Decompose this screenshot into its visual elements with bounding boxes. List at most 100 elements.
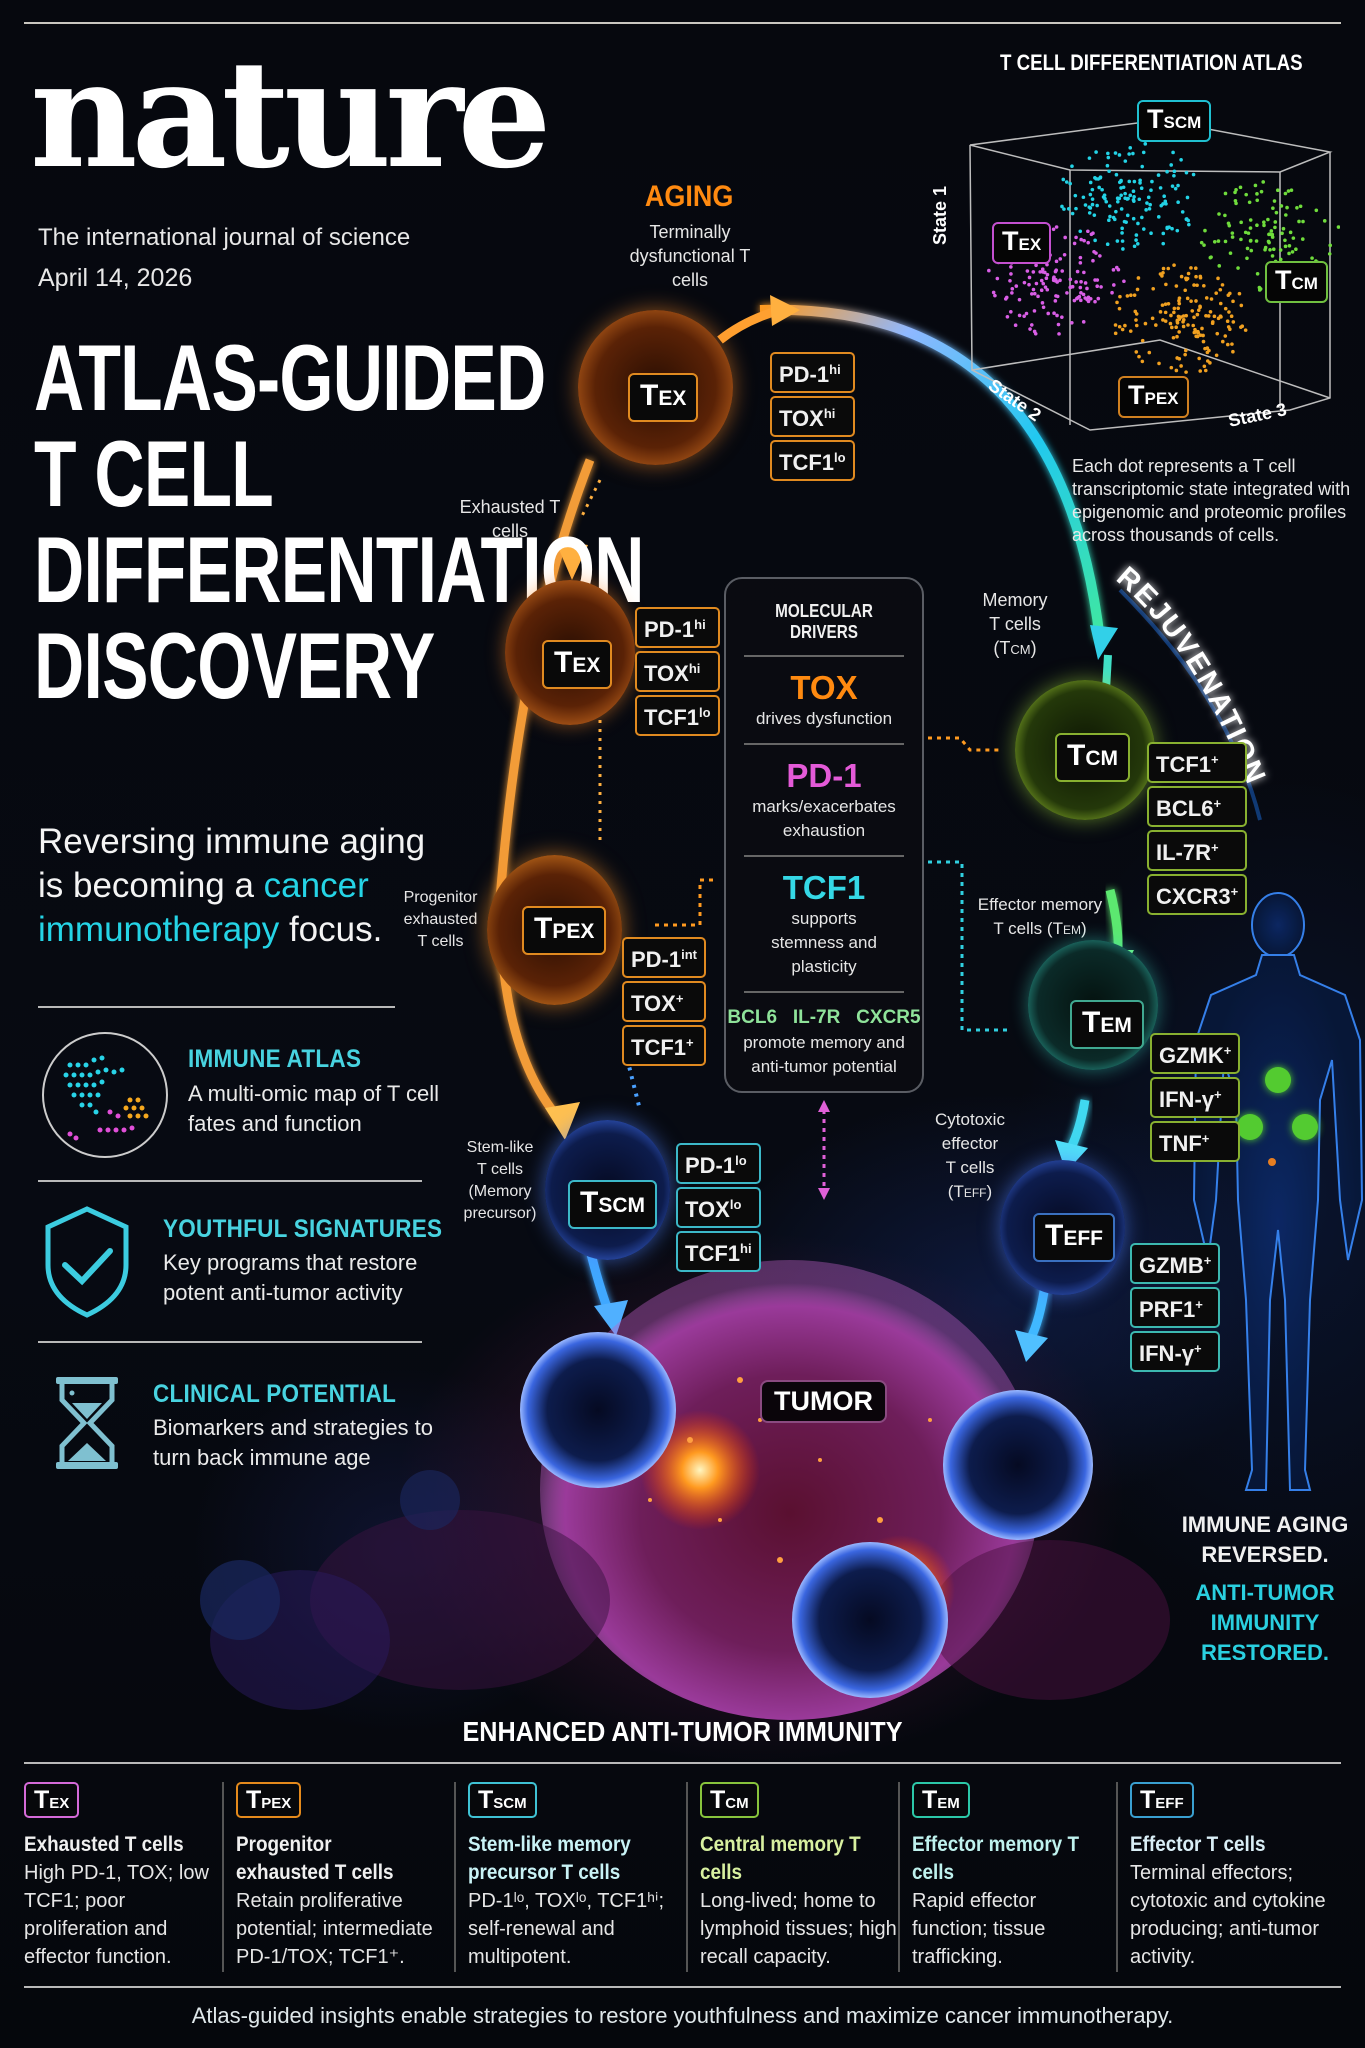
- marker-stack-tem: GZMK+IFN-γ+TNF+: [1150, 1033, 1241, 1162]
- atlas-dot: [1262, 223, 1266, 228]
- atlas-dot: [1231, 349, 1235, 354]
- atlas-dot: [1237, 291, 1242, 296]
- column-divider: [686, 1782, 688, 1972]
- divider: [744, 855, 904, 857]
- atlas-dot: [1220, 339, 1225, 344]
- atlas-dot: [1010, 286, 1015, 291]
- atlas-dot: [1206, 314, 1211, 318]
- atlas-dot: [1140, 215, 1144, 220]
- atlas-dot: [1100, 187, 1104, 192]
- outcome-line: ANTI-TUMOR: [1195, 1580, 1335, 1605]
- atlas-dot: [1177, 330, 1181, 334]
- journal-masthead[interactable]: nature: [30, 27, 552, 201]
- atlas-dot: [1009, 272, 1013, 276]
- arrow-head-icon: [1090, 625, 1118, 660]
- atlas-dot: [1055, 313, 1059, 318]
- atlas-cluster-tag: TCM: [1265, 261, 1328, 303]
- legend-desc: PD-1ˡᵒ, TOXˡᵒ, TCF1ʰⁱ; self-renewal and …: [468, 1890, 665, 1968]
- teff-caption: Cytotoxic effector T cells (TEFF): [935, 1110, 1005, 1201]
- atlas-dot: [1054, 268, 1059, 272]
- atlas-dot: [1134, 350, 1139, 354]
- atlas-dot: [1122, 219, 1127, 224]
- atlas-dot: [1205, 350, 1210, 355]
- atlas-dot: [1078, 298, 1083, 303]
- atlas-dot: [1108, 214, 1112, 219]
- atlas-dot: [1125, 294, 1130, 298]
- divider: [38, 1180, 422, 1182]
- atlas-dot: [1203, 228, 1207, 233]
- atlas-dot: [1147, 350, 1152, 355]
- atlas-dot: [1228, 327, 1232, 332]
- lede-text: focus.: [279, 910, 383, 949]
- atlas-dot: [1247, 200, 1252, 205]
- legend-name: Effector memory T cells: [912, 1833, 1079, 1884]
- atlas-dot: [1112, 283, 1116, 287]
- atlas-dot: [1246, 231, 1251, 235]
- atlas-dot: [1101, 195, 1106, 199]
- atlas-dot: [1192, 315, 1196, 320]
- atlas-cluster-tag: TSCM: [1137, 100, 1212, 142]
- atlas-dot: [1230, 342, 1234, 346]
- divider: [24, 1986, 1341, 1988]
- atlas-dot: [1183, 288, 1188, 293]
- atlas-dot: [1184, 313, 1189, 318]
- driver-tcf1: TCF1: [782, 869, 866, 906]
- atlas-dot: [1218, 301, 1223, 306]
- atlas-dot: [1214, 353, 1219, 358]
- atlas-dot: [1225, 342, 1230, 347]
- atlas-dot: [1121, 247, 1125, 251]
- atlas-dot: [1120, 327, 1125, 332]
- marker-badge: TCF1lo: [635, 695, 720, 736]
- atlas-dot: [1281, 226, 1286, 231]
- shield-check-icon: [40, 1205, 135, 1320]
- atlas-dot: [1052, 275, 1056, 280]
- atlas-dot: [1120, 239, 1125, 243]
- driver-pd1: PD-1: [786, 757, 862, 794]
- marker-badge: GZMB+: [1130, 1243, 1221, 1284]
- atlas-dot: [1113, 151, 1118, 155]
- attacking-t-cell: [792, 1542, 948, 1698]
- atlas-dot: [1158, 310, 1163, 314]
- atlas-dot: [1210, 321, 1215, 326]
- driver-desc: marks/exacerbates exhaustion: [752, 797, 896, 840]
- feature-title: YOUTHFUL SIGNATURES: [163, 1215, 443, 1243]
- atlas-dot: [1212, 314, 1217, 319]
- atlas-description: Each dot represents a T cell transcripto…: [1072, 456, 1351, 545]
- tex-caption: Exhausted T cells: [459, 497, 561, 541]
- atlas-dot: [1179, 364, 1183, 368]
- atlas-dot: [1045, 287, 1050, 292]
- atlas-dot: [1228, 251, 1233, 255]
- atlas-dot: [1204, 314, 1208, 318]
- atlas-dot: [1190, 309, 1195, 313]
- atlas-dot: [1104, 199, 1109, 204]
- atlas-dot: [1043, 285, 1048, 289]
- cell-label-tpex: TPEX: [522, 906, 607, 955]
- marker-badge: PD-1hi: [635, 607, 720, 648]
- atlas-dot: [1223, 213, 1227, 218]
- atlas-dot: [1070, 164, 1074, 169]
- atlas-dot: [1041, 281, 1046, 286]
- atlas-dot: [1262, 220, 1266, 225]
- legend-desc: Long-lived; home to lymphoid tissues; hi…: [700, 1890, 897, 1968]
- atlas-dot: [1314, 208, 1319, 213]
- atlas-dot: [1031, 270, 1036, 274]
- cell-label-tem: TEM: [1070, 1000, 1144, 1049]
- atlas-dot: [1239, 325, 1243, 329]
- atlas-dot: [1176, 183, 1180, 188]
- atlas-dot: [1223, 334, 1228, 338]
- atlas-dot: [1158, 186, 1163, 190]
- atlas-dot: [1174, 325, 1178, 330]
- atlas-dot: [1156, 173, 1161, 177]
- atlas-dot: [1095, 284, 1099, 289]
- atlas-dot: [1216, 239, 1221, 243]
- atlas-dot: [1283, 191, 1288, 196]
- atlas-dot: [987, 268, 991, 273]
- atlas-dot: [1107, 169, 1111, 174]
- atlas-dot: [1248, 218, 1253, 222]
- legend-name: Central memory T cells: [700, 1833, 861, 1884]
- atlas-dot: [1177, 315, 1181, 319]
- atlas-dot: [1145, 201, 1149, 205]
